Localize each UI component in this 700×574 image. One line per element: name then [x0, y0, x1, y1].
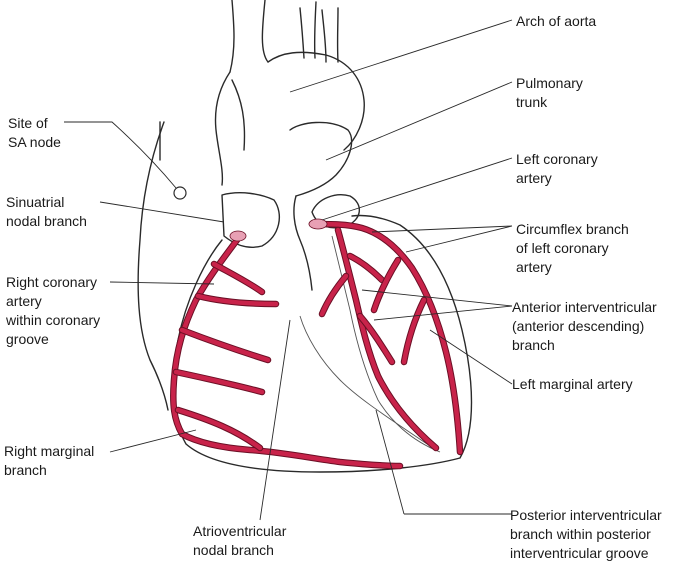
label-site-of-sa-node: Site of SA node: [8, 115, 61, 150]
label-right-coronary-artery: Right coronary artery within coronary gr…: [5, 274, 104, 347]
aorta-outline: [268, 52, 364, 150]
brachiocephalic-trunk: [300, 8, 304, 58]
leader-anterior-iv-1: [362, 290, 512, 306]
sa-node-marker: [174, 187, 186, 199]
leader-left-marginal: [430, 330, 512, 384]
pulmonary-trunk-outline: [290, 122, 352, 196]
leader-right-marginal: [110, 430, 196, 452]
left-coronary-artery-vessel-outline: [312, 224, 460, 452]
label-anterior-interventricular: Anterior interventricular (anterior desc…: [512, 299, 661, 353]
leader-left-coronary: [322, 158, 512, 220]
label-right-marginal-branch: Right marginal branch: [4, 443, 98, 478]
leader-anterior-iv-2: [374, 306, 512, 320]
label-atrioventricular-nodal: Atrioventricular nodal branch: [193, 523, 290, 558]
leader-sinuatrial: [100, 202, 224, 222]
lca-origin: [309, 219, 327, 229]
heart-outline: [138, 0, 471, 472]
right-atrium-outline: [138, 122, 168, 410]
left-coronary-artery-vessel: [312, 224, 460, 452]
right-auricle: [222, 193, 279, 248]
label-arch-of-aorta: Arch of aorta: [516, 13, 596, 29]
label-pulmonary-trunk: Pulmonary trunk: [516, 75, 587, 110]
leader-sa-node: [64, 122, 176, 188]
superior-vena-cava: [230, 0, 234, 72]
rca-origin: [230, 231, 246, 241]
label-left-coronary-artery: Left coronary artery: [516, 151, 602, 186]
label-circumflex-branch: Circumflex branch of left coronary arter…: [516, 221, 633, 275]
leader-right-coronary: [110, 282, 214, 284]
leader-arch-of-aorta: [290, 20, 512, 92]
leader-pulmonary-trunk: [326, 82, 512, 160]
label-posterior-interventricular: Posterior interventricular branch within…: [510, 507, 666, 561]
coronary-arteries: [173, 224, 460, 466]
anterior-interventricular-vessel-outline: [338, 230, 436, 448]
anterior-interventricular-vessel: [338, 230, 436, 448]
leader-av-nodal: [260, 320, 290, 520]
leader-lines: [64, 20, 512, 520]
label-left-marginal-artery: Left marginal artery: [512, 376, 633, 392]
label-sinuatrial-nodal-branch: Sinuatrial nodal branch: [6, 194, 87, 229]
